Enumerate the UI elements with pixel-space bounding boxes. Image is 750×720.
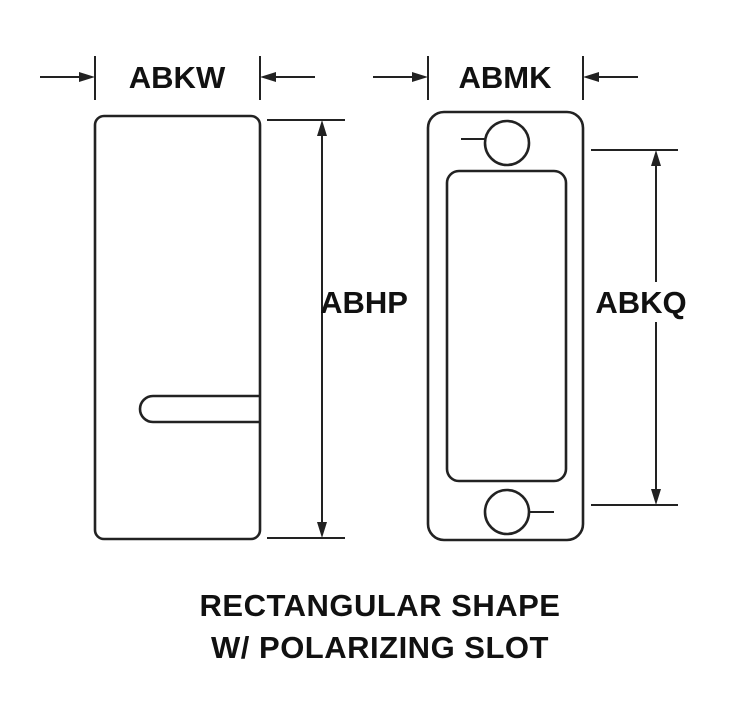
dim-label-abkw: ABKW [129, 60, 226, 95]
top-mounting-hole [483, 119, 531, 167]
caption-line-2: W/ POLARIZING SLOT [211, 630, 549, 665]
dim-label-abmk: ABMK [459, 60, 553, 95]
dimension-abhp: ABHP [267, 119, 408, 539]
bottom-mounting-hole [483, 488, 531, 536]
arrowhead [317, 522, 327, 538]
caption: RECTANGULAR SHAPE W/ POLARIZING SLOT [200, 588, 561, 665]
dim-label-abkq: ABKQ [595, 285, 686, 320]
arrowhead [412, 72, 428, 82]
front-view [426, 110, 585, 542]
dim-label-abhp: ABHP [320, 285, 408, 320]
arrowhead [583, 72, 599, 82]
arrowhead [651, 150, 661, 166]
dimension-abmk: ABMK [373, 56, 638, 100]
arrowhead [260, 72, 276, 82]
insert-cavity [445, 169, 568, 483]
side-view-body [93, 114, 262, 541]
dimension-abkw: ABKW [40, 56, 315, 100]
arrowhead [317, 120, 327, 136]
arrowhead [651, 489, 661, 505]
dimension-abkq: ABKQ [591, 149, 687, 506]
side-view [93, 114, 262, 541]
polarizing-slot [138, 394, 260, 424]
caption-line-1: RECTANGULAR SHAPE [200, 588, 561, 623]
arrowhead [79, 72, 95, 82]
